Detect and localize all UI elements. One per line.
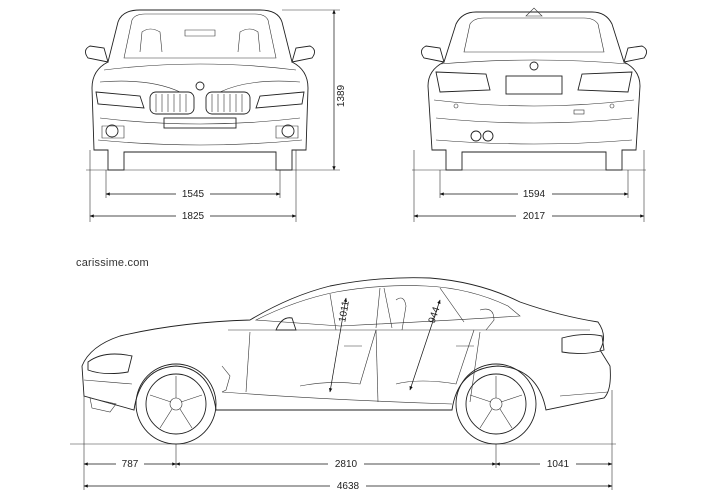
front-width-label: 1825: [182, 211, 205, 222]
watermark-text: carissime.com: [76, 257, 149, 269]
front-view: [85, 9, 315, 171]
front-dimensions: 1545 1825: [89, 150, 297, 222]
side-view: 1011 944: [81, 277, 611, 445]
rear-dimensions: 1594 2017: [413, 150, 645, 222]
height-dimension: 1389: [282, 9, 347, 171]
headroom-front-label: 1011: [337, 300, 352, 324]
length-label: 4638: [337, 481, 360, 492]
height-label: 1389: [336, 84, 347, 107]
wheelbase-label: 2810: [335, 459, 358, 470]
rear-view: [421, 7, 647, 171]
rear-track-label: 1594: [523, 189, 546, 200]
rear-overhang-label: 1041: [547, 459, 570, 470]
rear-width-label: 2017: [523, 211, 546, 222]
side-dimensions: 787 2810 1041 4638: [83, 390, 613, 492]
headroom-rear-label: 944: [427, 305, 443, 325]
front-track-label: 1545: [182, 189, 205, 200]
front-overhang-label: 787: [122, 459, 139, 470]
